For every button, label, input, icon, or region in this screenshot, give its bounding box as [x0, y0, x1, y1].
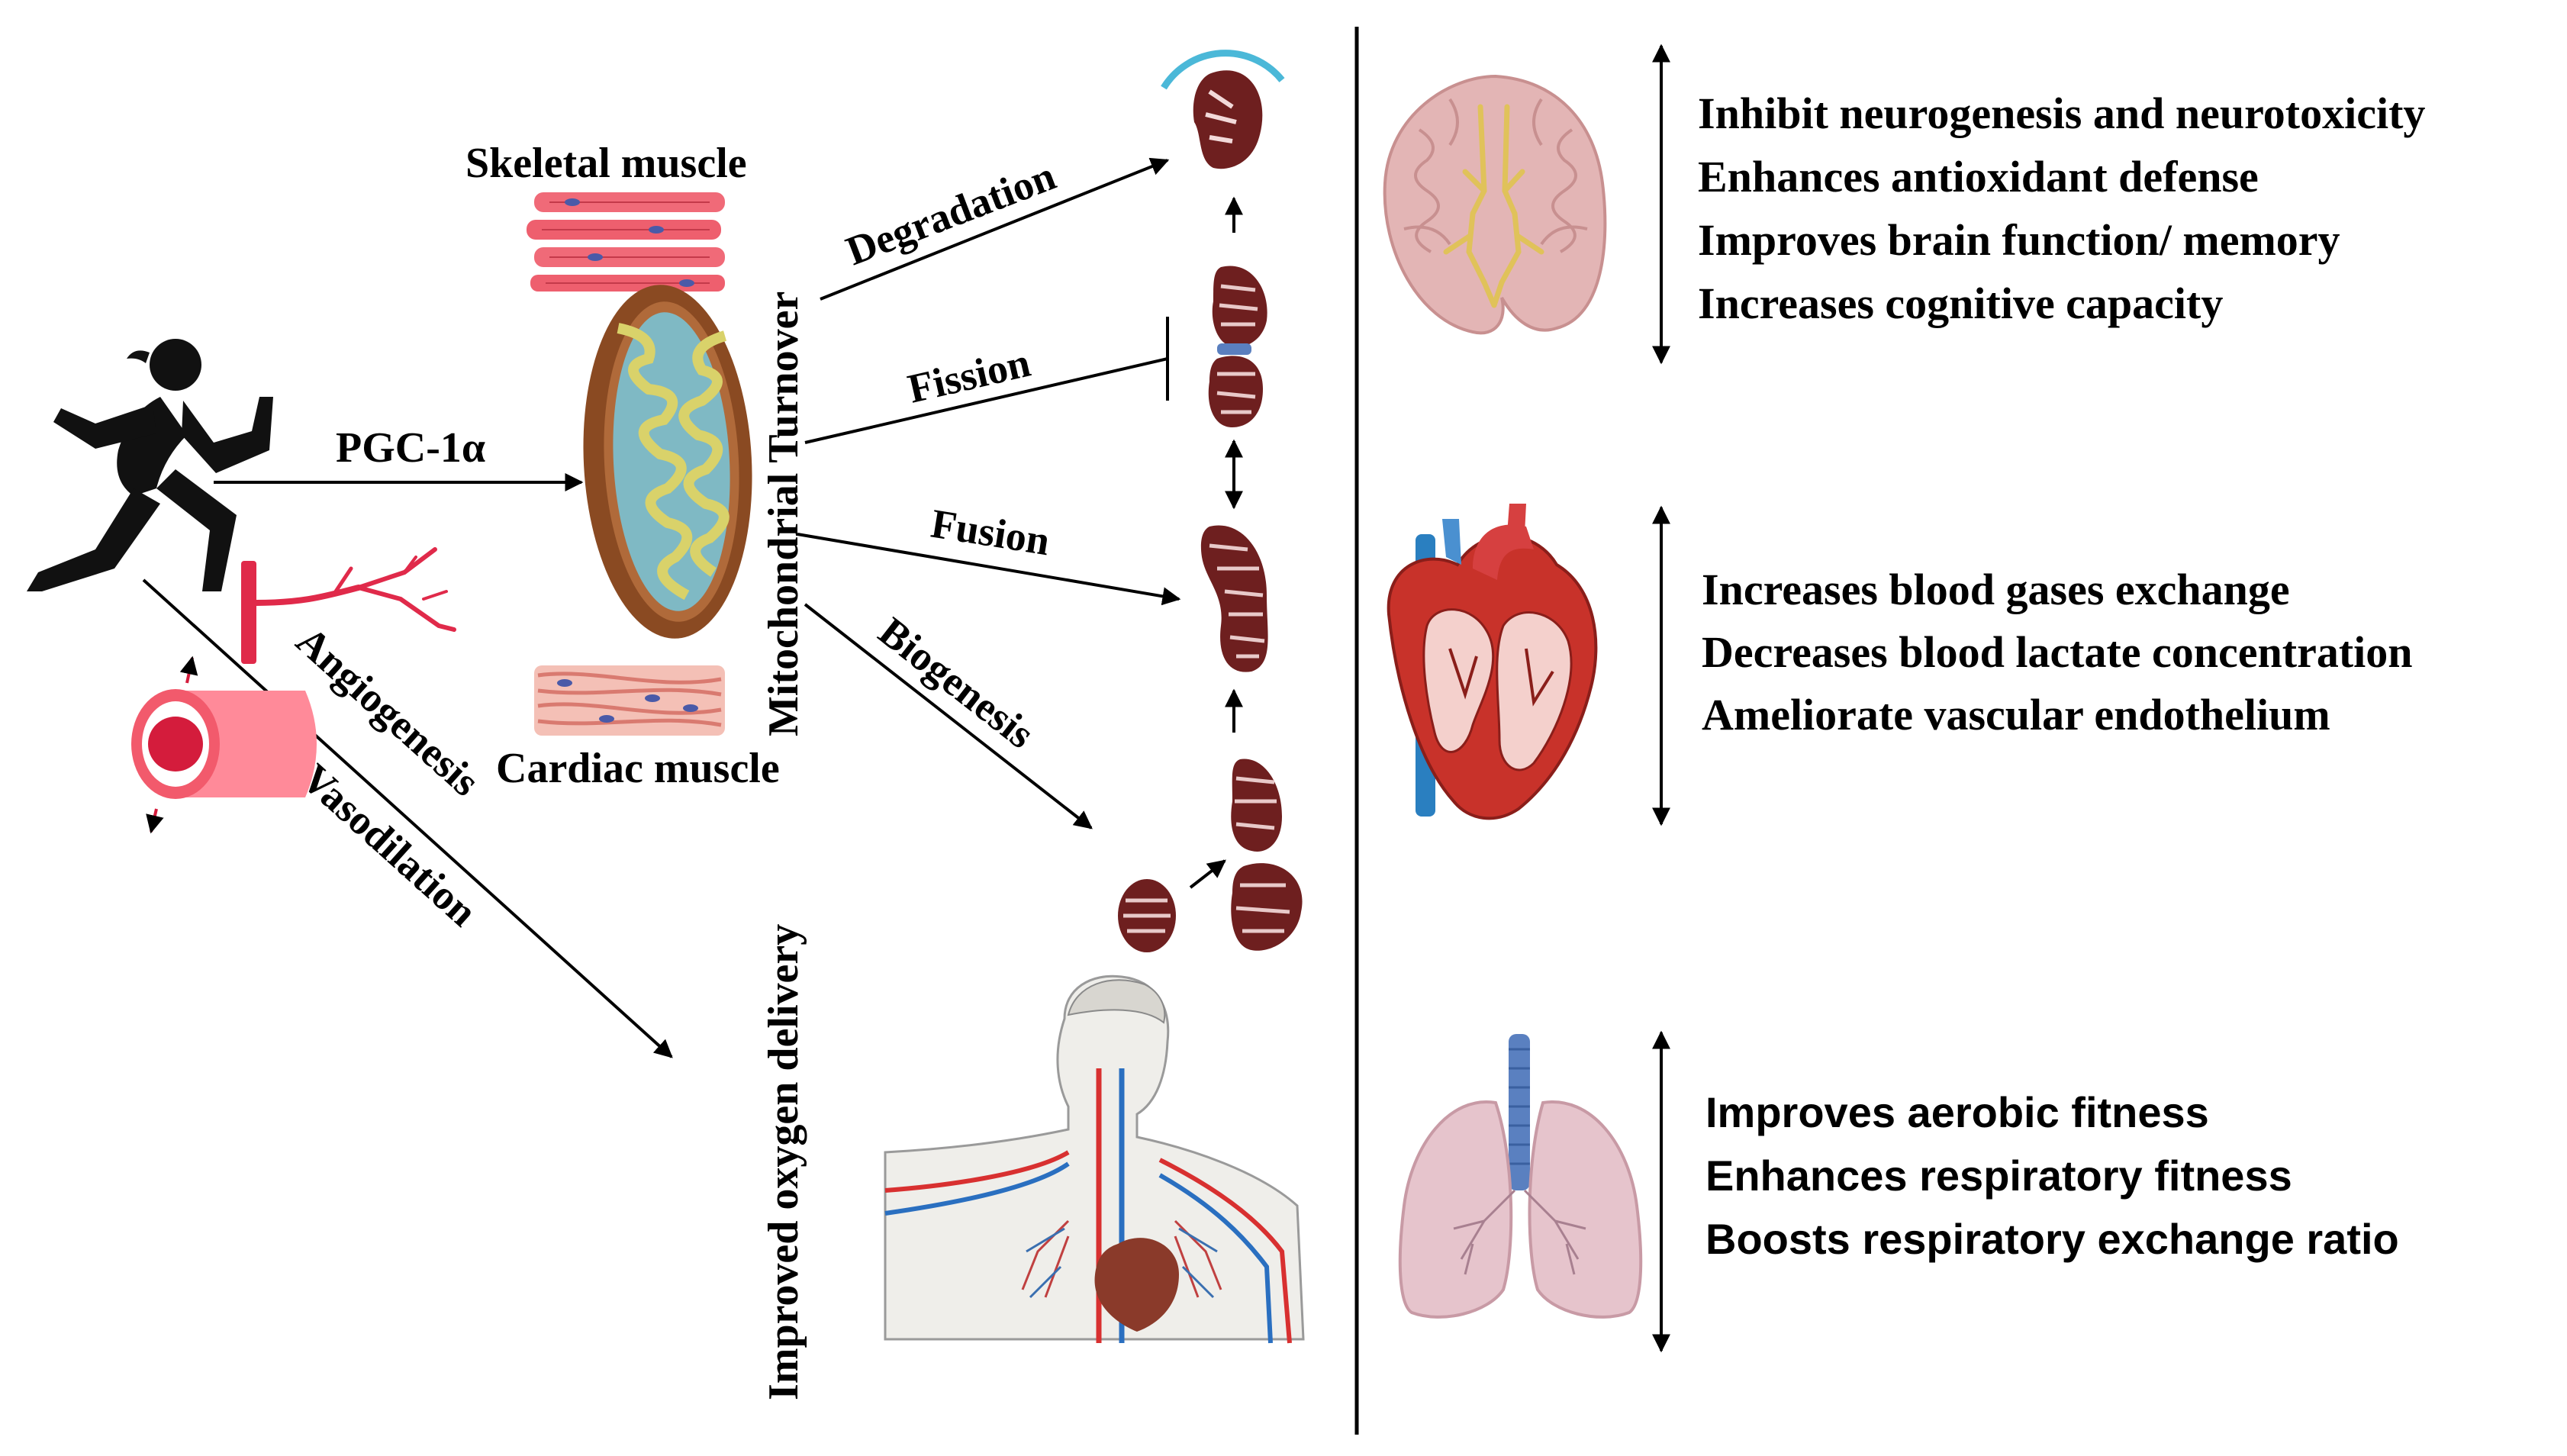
degradation-label: Degradation — [840, 153, 1061, 274]
brain-effects-list: Inhibit neurogenesis and neurotoxicity E… — [1698, 89, 2425, 328]
mitochondrion-icon — [583, 285, 752, 639]
brain-icon — [1383, 74, 1607, 335]
vessel-cross-section-icon — [131, 656, 317, 834]
biogenesis-small-arrow — [1189, 859, 1226, 889]
fission-line — [804, 357, 1168, 444]
lungs-icon — [1398, 1034, 1643, 1319]
lungs-effect-item: Boosts respiratory exchange ratio — [1705, 1215, 2399, 1263]
lungs-effect-item: Enhances respiratory fitness — [1705, 1152, 2292, 1200]
heart-effect-item: Ameliorate vascular endothelium — [1702, 690, 2330, 739]
brain-effect-item: Inhibit neurogenesis and neurotoxicity — [1698, 89, 2425, 138]
heart-icon — [1387, 504, 1598, 820]
brain-effect-item: Increases cognitive capacity — [1698, 279, 2223, 328]
oxygen-delivery-label: Improved oxygen delivery — [760, 924, 807, 1400]
circulatory-system-icon — [884, 974, 1305, 1344]
fusion-arrow — [797, 533, 1181, 606]
fission-mitochondrion-icon — [1208, 266, 1267, 427]
degrading-mitochondrion-icon — [1161, 50, 1285, 169]
mitochondrial-turnover-label: Mitochondrial Turnover — [760, 292, 807, 736]
fusion-mitochondrion-icon — [1200, 525, 1268, 672]
degradation-arrow — [820, 157, 1170, 301]
brain-effect-item: Improves brain function/ memory — [1698, 215, 2340, 265]
fission-label: Fission — [903, 340, 1034, 412]
lungs-effect-item: Improves aerobic fitness — [1705, 1088, 2209, 1136]
fusion-label: Fusion — [928, 501, 1053, 565]
vessel-branch-icon — [241, 547, 456, 664]
heart-effect-item: Decreases blood lactate concentration — [1702, 627, 2413, 677]
skeletal-muscle-label: Skeletal muscle — [465, 140, 747, 187]
biogenesis-label: Biogenesis — [871, 608, 1043, 757]
pgc-label: PGC-1α — [336, 424, 485, 472]
biogenesis-arrow — [804, 603, 1093, 829]
brain-effect-item: Enhances antioxidant defense — [1698, 152, 2259, 201]
cardiac-muscle-icon — [534, 665, 725, 736]
vasodilation-arrow — [142, 578, 673, 1058]
skeletal-muscle-icon — [527, 192, 725, 292]
cardiac-muscle-label: Cardiac muscle — [496, 745, 780, 792]
runner-icon — [27, 339, 273, 591]
heart-effect-item: Increases blood gases exchange — [1702, 565, 2290, 614]
lungs-effects-list: Improves aerobic fitness Enhances respir… — [1705, 1088, 2399, 1263]
heart-effects-list: Increases blood gases exchange Decreases… — [1702, 565, 2413, 739]
biogenesis-mitochondria-icon — [1118, 759, 1303, 952]
